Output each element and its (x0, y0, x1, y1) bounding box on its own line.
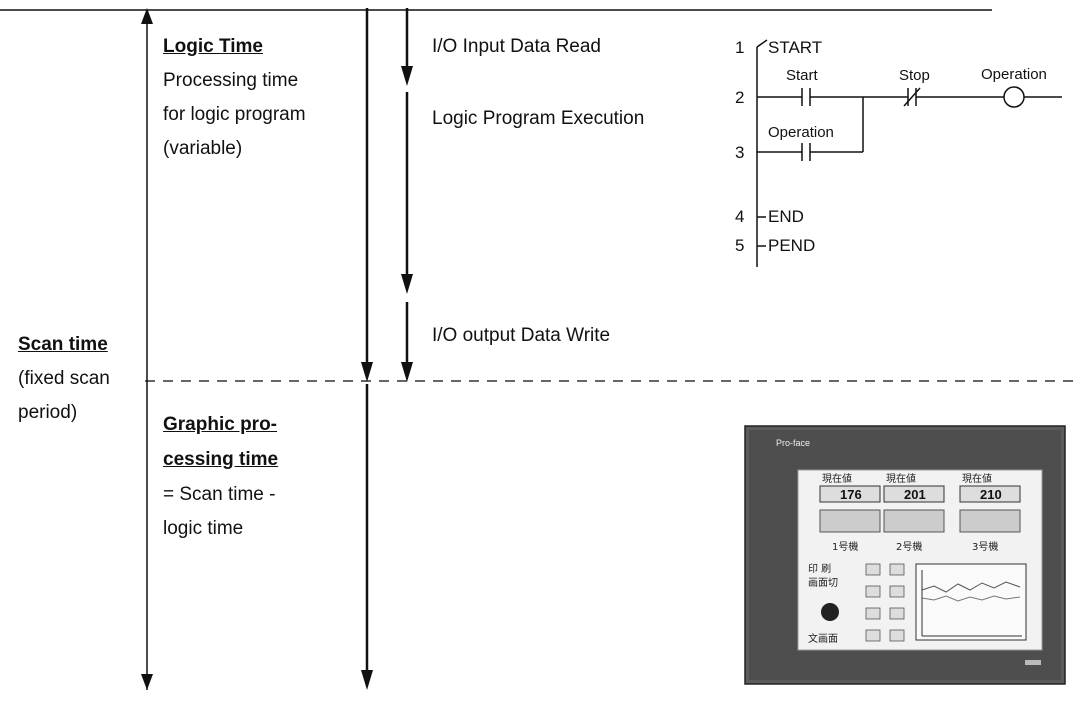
graphic-time-heading-line2: cessing time (163, 449, 279, 470)
ladder-line-3-number: 3 (735, 143, 744, 162)
hmi-panel-2-unit: 2号機 (896, 540, 922, 553)
graphic-time-desc-line2: logic time (163, 518, 244, 539)
hmi-panel-3-label: 現在値 (962, 472, 992, 485)
scan-time-arrow (141, 8, 153, 690)
ladder-start-marker: START (768, 38, 822, 57)
hmi-panel-1-value: 176 (840, 487, 862, 502)
graphic-time-desc-line1: = Scan time - (163, 484, 276, 505)
step-input-read: I/O Input Data Read (432, 36, 601, 57)
step-logic-execution: Logic Program Execution (432, 108, 645, 129)
hmi-panel-2-value: 201 (904, 487, 926, 502)
contact-start-label: Start (786, 67, 819, 84)
hmi-panel-2: 現在値 201 2号機 (883, 472, 945, 553)
contact-operation (801, 143, 811, 161)
hmi-menu-text-screen: 文画面 (808, 632, 838, 645)
hmi-panel-3: 現在値 210 3号機 (959, 472, 1021, 553)
hmi-bottom-logo (1025, 660, 1041, 665)
logic-exec-arrow (401, 92, 413, 294)
step-output-write: I/O output Data Write (432, 325, 611, 346)
hmi-device-image: Pro-face 現在値 176 1号機 現在値 201 2号機 現在値 210… (744, 425, 1066, 685)
hmi-panel-3-value: 210 (980, 487, 1002, 502)
coil-operation (1003, 86, 1025, 108)
hmi-button-grid (865, 563, 905, 642)
graphic-time-heading-line1: Graphic pro- (163, 414, 278, 435)
ladder-line-2-number: 2 (735, 88, 744, 107)
logic-time-desc-line2: for logic program (163, 104, 306, 125)
coil-operation-label: Operation (981, 66, 1047, 83)
hmi-panel-2-label: 現在値 (886, 472, 916, 485)
scan-time-desc-line2: period) (18, 402, 78, 423)
input-read-arrow (401, 8, 413, 86)
ladder-diagram: 1 2 3 4 5 START END PEND Start Stop Oper… (735, 38, 1062, 267)
output-write-arrow (401, 302, 413, 382)
logic-time-desc-line3: (variable) (163, 138, 243, 159)
logic-time-heading: Logic Time (163, 36, 263, 57)
ladder-line-1-number: 1 (735, 38, 744, 57)
contact-start (801, 88, 811, 106)
ladder-line-4-number: 4 (735, 207, 744, 226)
ladder-line-5-number: 5 (735, 236, 744, 255)
logic-time-arrow (361, 8, 373, 382)
hmi-menu-screen-switch: 画面切 (808, 577, 838, 589)
scan-time-desc-line1: (fixed scan (18, 368, 110, 389)
hmi-dial-icon (821, 603, 839, 621)
hmi-panel-1: 現在値 176 1号機 (819, 472, 881, 553)
logic-time-desc-line1: Processing time (163, 70, 299, 91)
hmi-brand-logo: Pro-face (776, 438, 810, 448)
scan-time-heading: Scan time (18, 334, 108, 355)
hmi-menu-print: 印 刷 (808, 563, 831, 575)
hmi-panel-1-label: 現在値 (822, 472, 852, 485)
hmi-panel-1-unit: 1号機 (832, 540, 858, 553)
graphic-time-arrow (361, 384, 373, 690)
hmi-panel-3-unit: 3号機 (972, 540, 998, 553)
ladder-end-marker: END (768, 207, 804, 226)
hmi-trend-graph (915, 563, 1027, 641)
contact-stop-label: Stop (899, 67, 930, 84)
contact-operation-label: Operation (768, 124, 834, 141)
ladder-pend-marker: PEND (768, 236, 815, 255)
